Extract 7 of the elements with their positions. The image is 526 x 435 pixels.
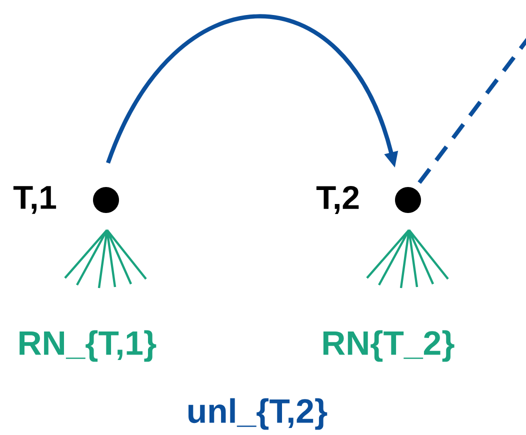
label: unl_{T,2} [188, 398, 328, 430]
node-label: T,2 [316, 186, 359, 214]
label: RN_{T,1} [20, 330, 156, 362]
node-label: T,1 [13, 186, 56, 214]
dot [93, 187, 119, 213]
dot [395, 187, 421, 213]
label: RN{T_2} [323, 330, 454, 362]
